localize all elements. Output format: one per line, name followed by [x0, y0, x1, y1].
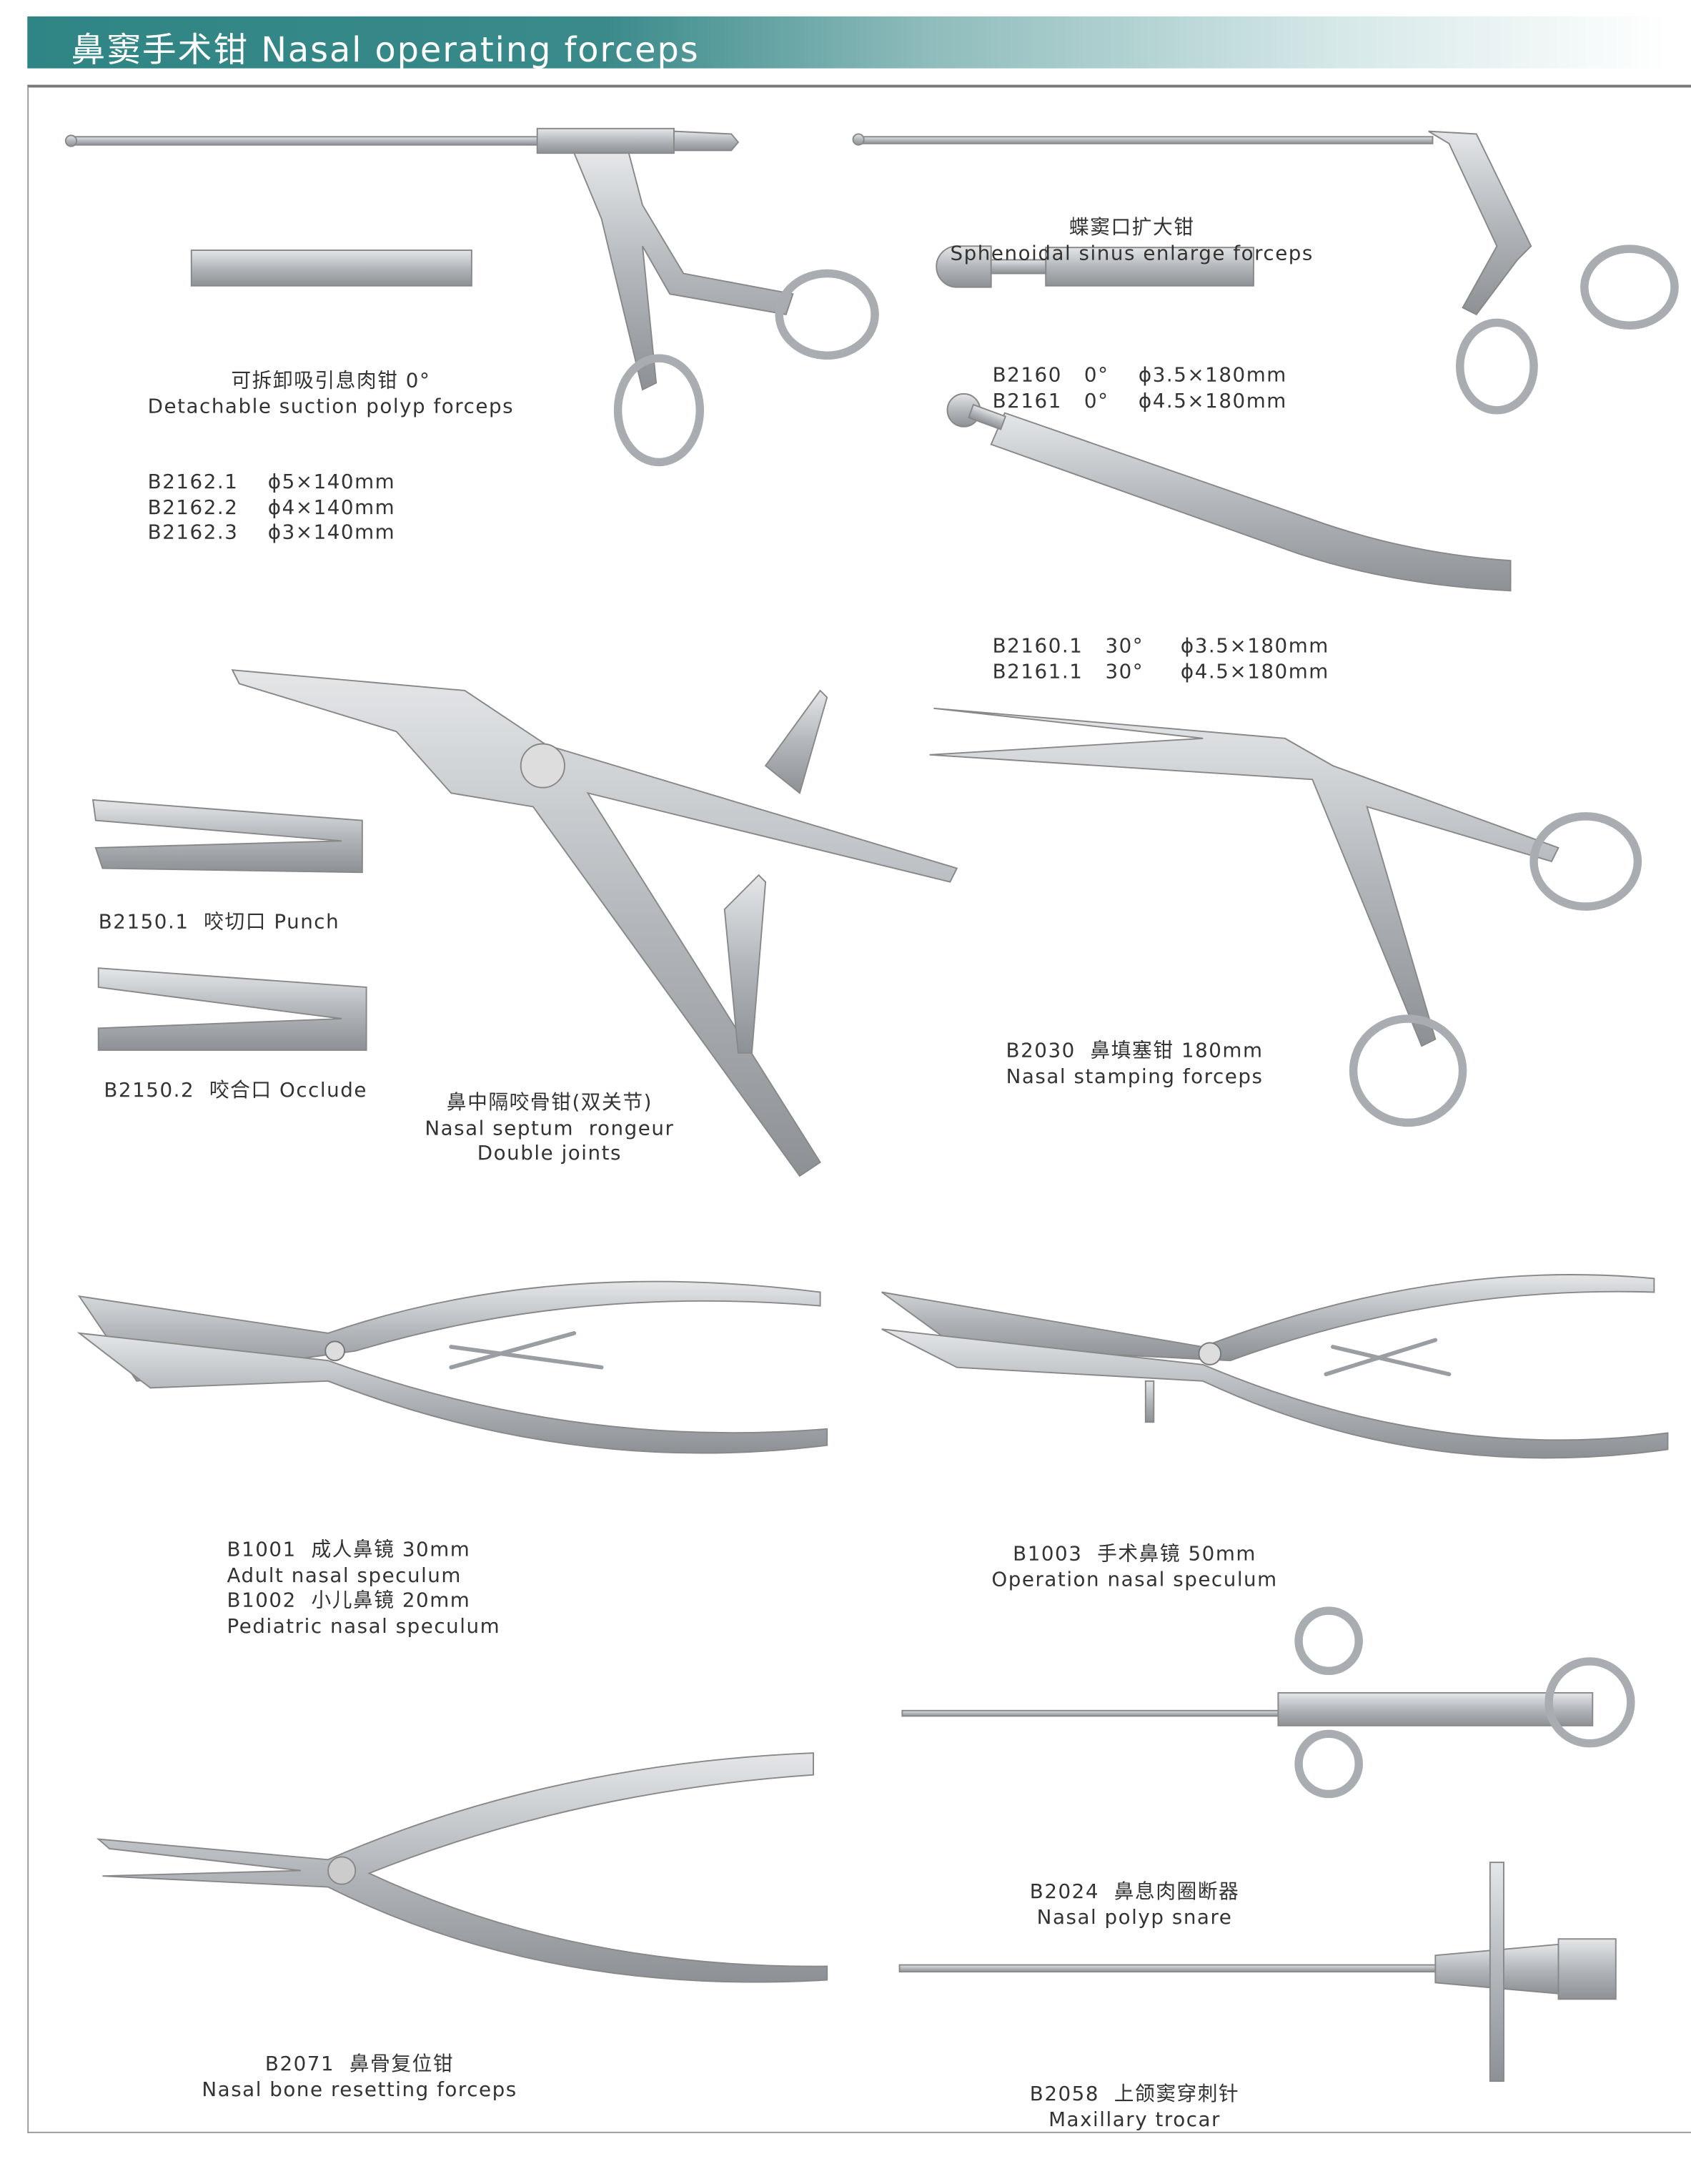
nasal-bone-forceps-label: B2071 鼻骨复位钳 Nasal bone resetting forceps: [202, 2002, 517, 2153]
label-line: B2150.2 咬合口 Occlude: [104, 1080, 367, 1102]
label-line: B1001 成人鼻镜 30mm: [227, 1539, 471, 1562]
sphenoidal-forceps-image: [852, 130, 1679, 592]
label-line: B2024 鼻息肉圈断器: [1029, 1881, 1240, 1904]
label-line: Nasal stamping forceps: [1006, 1065, 1264, 1088]
label-line: B2030 鼻填塞钳 180mm: [1006, 1040, 1264, 1063]
label-line: Nasal polyp snare: [1036, 1907, 1233, 1929]
maxillary-trocar-image: [898, 1862, 1617, 2082]
label-line: Adult nasal speculum: [227, 1565, 462, 1587]
label-line: B2160.1 30° ϕ3.5×180mm: [992, 636, 1329, 658]
label-line: B2162.3 ϕ3×140mm: [147, 522, 396, 545]
label-line: B1003 手术鼻镜 50mm: [1013, 1543, 1256, 1566]
label-line: 可拆卸吸引息肉钳 0°: [231, 370, 431, 392]
detachable-suction-forceps-image: [64, 127, 879, 467]
adult-nasal-speculum-image: [76, 1280, 828, 1454]
label-line: Maxillary trocar: [1048, 2109, 1221, 2131]
polyp-snare-label: B2024 鼻息肉圈断器 Nasal polyp snare: [1030, 1829, 1240, 1981]
content-frame: [27, 84, 1691, 2133]
operation-nasal-speculum-image: [881, 1274, 1669, 1459]
detachable-suction-forceps-label: 可拆卸吸引息肉钳 0° Detachable suction polyp forc…: [148, 319, 514, 597]
label-line: B2161 0° ϕ4.5×180mm: [992, 390, 1287, 412]
label-line: B2161.1 30° ϕ4.5×180mm: [992, 661, 1329, 683]
label-line: 蝶窦口扩大钳: [1068, 217, 1195, 239]
label-line: B1002 小儿鼻镜 20mm: [227, 1590, 471, 1613]
label-line: Operation nasal speculum: [991, 1568, 1278, 1591]
label-line: Nasal septum rongeur: [425, 1117, 675, 1140]
label-line: Nasal bone resetting forceps: [202, 2079, 517, 2101]
sphenoidal-forceps-label: 蝶窦口扩大钳 Sphenoidal sinus enlarge forceps: [951, 165, 1314, 317]
label-line: B2162.1 ϕ5×140mm: [147, 471, 396, 494]
label-line: Sphenoidal sinus enlarge forceps: [950, 242, 1314, 265]
polyp-snare-image: [901, 1606, 1635, 1799]
label-line: B2150.1 咬切口 Punch: [98, 911, 340, 934]
label-line: B2160 0° ϕ3.5×180mm: [992, 365, 1287, 387]
nasal-bone-forceps-image: [96, 1752, 828, 1983]
maxillary-trocar-label: B2058 上颌窦穿刺针 Maxillary trocar: [1030, 2032, 1240, 2183]
label-line: Detachable suction polyp forceps: [147, 395, 515, 418]
septum-rongeur-image: [91, 669, 958, 1177]
header-banner: 鼻窦手术钳 Nasal operating forceps: [27, 16, 1668, 70]
page-title: 鼻窦手术钳 Nasal operating forceps: [71, 30, 700, 70]
punch-label: B2150.1 咬切口 Punch: [99, 911, 340, 936]
label-line: B2058 上颌窦穿刺针: [1029, 2083, 1240, 2106]
occlude-label: B2150.2 咬合口 Occlude: [104, 1079, 367, 1104]
label-line: Double joints: [477, 1143, 623, 1165]
label-line: 鼻中隔咬骨钳(双关节): [446, 1092, 653, 1115]
stamping-forceps-image: [929, 707, 1642, 1127]
label-line: B2162.2 ϕ4×140mm: [147, 497, 396, 519]
label-line: Pediatric nasal speculum: [227, 1615, 501, 1638]
label-line: B2071 鼻骨复位钳: [264, 2053, 455, 2076]
